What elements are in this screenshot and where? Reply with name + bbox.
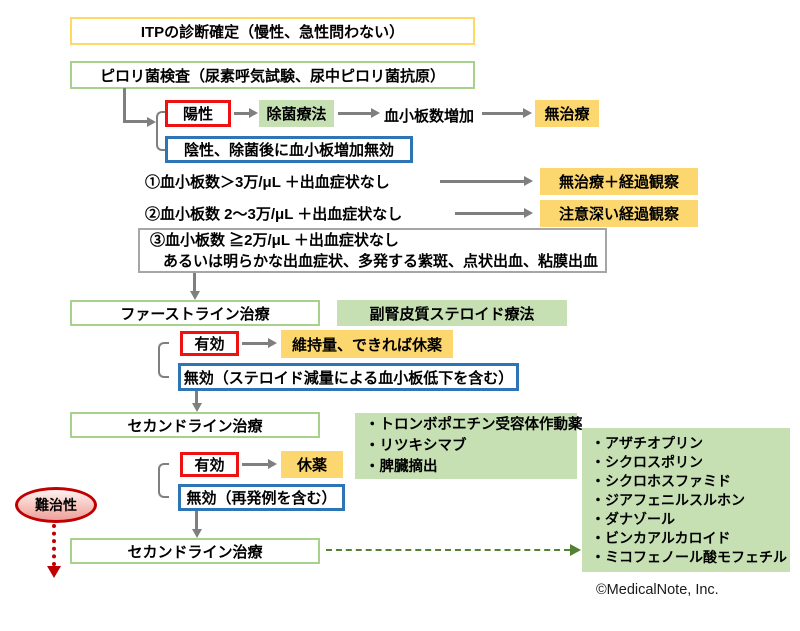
drug-item: ・ミコフェノール酸モフェチル — [591, 548, 787, 565]
steroid-box: 副腎皮質ステロイド療法 — [337, 300, 567, 326]
drug-item: ・ジアフェニルスルホン — [591, 491, 745, 508]
effective1-box: 有効 — [180, 331, 239, 356]
maintain-box: 維持量、できれば休薬 — [281, 330, 453, 358]
arrow-down-icon — [192, 529, 202, 538]
effective2-box: 有効 — [180, 452, 239, 477]
platelet-increase-label: 血小板数増加 — [384, 108, 475, 125]
arrow-right-icon — [268, 338, 277, 348]
arrow-right-icon — [268, 459, 277, 469]
condition3-line2: あるいは明らかな出血症状、多発する紫斑、点状出血、粘膜出血 — [163, 252, 599, 270]
arrow-down-icon — [192, 403, 202, 412]
drug-list-box: ・アザチオプリン ・シクロスポリン ・シクロホスファミド ・ジアフェニルスルホン… — [582, 428, 790, 572]
connector-line — [338, 112, 372, 115]
firstline-box: ファーストライン治療 — [70, 300, 320, 326]
positive-box: 陽性 — [165, 100, 231, 127]
condition3-line1: ③血小板数 ≧2万/μL ＋出血症状なし — [150, 231, 399, 249]
connector-line — [234, 112, 250, 115]
arrow-down-icon — [190, 291, 200, 300]
arrow-right-icon — [524, 208, 533, 218]
secondline-option: ・リツキシマブ — [365, 437, 467, 454]
arrow-right-icon — [524, 176, 533, 186]
arrow-right-icon — [570, 544, 581, 556]
branch-bracket — [158, 463, 169, 498]
refractory-dotted-line — [52, 524, 56, 566]
connector-line — [440, 180, 525, 183]
condition2-result-box: 注意深い経過観察 — [540, 200, 698, 227]
condition2-label: ②血小板数 2～3万/μL ＋出血症状なし — [145, 206, 403, 223]
drug-item: ・アザチオプリン — [591, 434, 703, 451]
pylori-test-box: ピロリ菌検査（尿素呼気試験、尿中ピロリ菌抗原） — [70, 61, 475, 89]
drug-item: ・シクロスポリン — [591, 453, 703, 470]
condition3-box: ③血小板数 ≧2万/μL ＋出血症状なし あるいは明らかな出血症状、多発する紫斑… — [138, 228, 607, 273]
no-treatment-box: 無治療 — [535, 100, 599, 127]
connector-line — [482, 112, 524, 115]
ineffective1-box: 無効（ステロイド減量による血小板低下を含む） — [178, 363, 519, 391]
arrow-right-icon — [523, 108, 532, 118]
connector-line — [123, 88, 126, 123]
secondline2-box: セカンドライン治療 — [70, 538, 320, 564]
drug-item: ・ダナゾール — [591, 510, 675, 527]
connector-line — [193, 273, 196, 292]
secondline1-box: セカンドライン治療 — [70, 412, 320, 438]
connector-line — [123, 120, 148, 123]
connector-line — [195, 391, 198, 404]
condition1-label: ①血小板数＞3万/μL ＋出血症状なし — [145, 174, 390, 191]
drug-item: ・ビンカアルカロイド — [591, 529, 731, 546]
connector-line — [242, 463, 269, 466]
connector-line — [242, 342, 269, 345]
drug-item: ・シクロホスファミド — [591, 472, 731, 489]
arrow-right-icon — [249, 108, 258, 118]
secondline-option: ・トロンボポエチン受容体作動薬 — [365, 416, 583, 433]
secondline-option: ・脾臓摘出 — [365, 458, 438, 475]
eradication-box: 除菌療法 — [259, 100, 334, 127]
ineffective2-box: 無効（再発例を含む） — [178, 484, 345, 511]
refractory-ellipse: 難治性 — [15, 487, 97, 523]
arrow-right-icon — [147, 117, 156, 127]
diagnosis-box: ITPの診断確定（慢性、急性問わない） — [70, 17, 475, 45]
negative-box: 陰性、除菌後に血小板増加無効 — [165, 136, 413, 163]
rest-box: 休薬 — [281, 451, 343, 478]
arrow-right-icon — [371, 108, 380, 118]
dashed-connector-line — [326, 549, 570, 551]
connector-line — [195, 511, 198, 530]
condition1-result-box: 無治療＋経過観察 — [540, 168, 698, 195]
secondline-options-box: ・トロンボポエチン受容体作動薬 ・リツキシマブ ・脾臓摘出 — [355, 413, 583, 479]
copyright-label: ©MedicalNote, Inc. — [596, 582, 719, 598]
branch-bracket — [156, 111, 167, 151]
branch-bracket — [158, 342, 169, 378]
arrow-down-icon — [47, 566, 61, 578]
connector-line — [455, 212, 525, 215]
